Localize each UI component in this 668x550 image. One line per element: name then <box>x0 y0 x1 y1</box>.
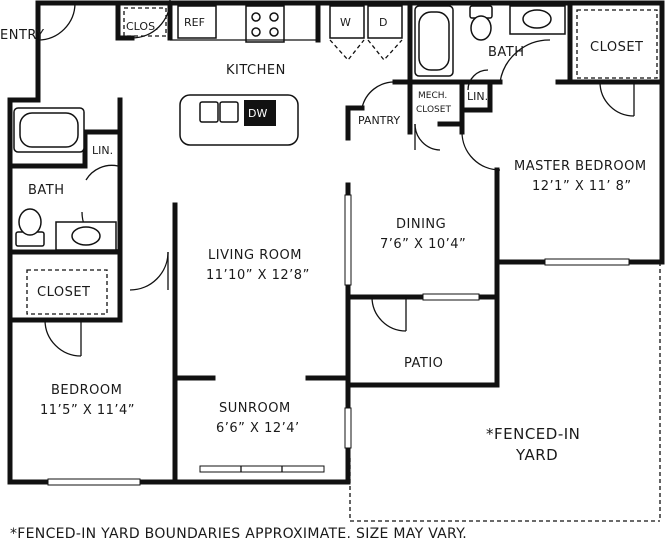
hall-bath-label: BATH <box>28 183 65 198</box>
kitchen-fixtures <box>170 5 318 146</box>
living-room-size: 11’10” X 12’8” <box>206 268 310 283</box>
windows <box>47 194 630 486</box>
refrigerator-label: REF <box>184 16 205 29</box>
patio-label: PATIO <box>404 356 443 371</box>
sunroom-size: 6’6” X 12’4’ <box>216 421 300 436</box>
dining-size: 7’6” X 10’4” <box>380 237 466 252</box>
range-icon <box>245 5 285 43</box>
entry-closet-label: CLOS. <box>126 20 159 33</box>
footnote: *FENCED-IN YARD BOUNDARIES APPROXIMATE. … <box>10 526 467 542</box>
fenced-yard-boundary <box>349 262 661 522</box>
washer-icon <box>329 5 365 39</box>
mech-closet-label-line1: MECH. <box>418 91 447 101</box>
vanity-sink-icon <box>55 221 117 251</box>
bedroom-size: 11’5” X 11’4” <box>40 403 135 418</box>
toilet-icon <box>15 208 45 247</box>
kitchen-island <box>179 94 299 146</box>
master-linen-label: LIN. <box>467 90 488 103</box>
dining-label: DINING <box>396 217 446 232</box>
doors <box>37 0 635 357</box>
refrigerator-icon <box>177 5 217 39</box>
toilet-icon <box>469 5 493 41</box>
pantry-label: PANTRY <box>358 114 400 127</box>
dryer-label: D <box>379 16 387 29</box>
hall-linen-label: LIN. <box>92 144 113 157</box>
fenced-yard-label-line1: *FENCED-IN <box>486 425 580 443</box>
hall-bath-fixtures <box>13 107 117 251</box>
interior-walls <box>7 0 665 485</box>
master-bath-fixtures <box>414 5 566 77</box>
closet-outlines <box>26 7 658 315</box>
room-labels: ENTRY CLOS. REF W D KITCHEN DW PANTRY ME… <box>0 16 647 464</box>
master-closet-label: CLOSET <box>590 40 644 55</box>
kitchen-label: KITCHEN <box>226 63 286 78</box>
dryer-icon <box>367 5 403 39</box>
mech-closet-label-line2: CLOSET <box>416 105 451 115</box>
master-bedroom-size: 12’1” X 11’ 8” <box>532 179 632 194</box>
washer-label: W <box>340 16 351 29</box>
dishwasher-icon <box>244 100 276 126</box>
laundry-fixtures <box>329 5 403 62</box>
dishwasher-label: DW <box>248 107 267 120</box>
bedroom-closet-label: CLOSET <box>37 285 91 300</box>
living-room-label: LIVING ROOM <box>208 248 302 263</box>
sink-icon <box>199 101 239 123</box>
fenced-yard-label-line2: YARD <box>515 446 558 464</box>
sunroom-label: SUNROOM <box>219 401 291 416</box>
bedroom-label: BEDROOM <box>51 383 122 398</box>
vanity-sink-icon <box>509 5 566 35</box>
master-bath-label: BATH <box>488 45 525 60</box>
entry-label: ENTRY <box>0 28 45 43</box>
master-bedroom-label: MASTER BEDROOM <box>514 159 647 174</box>
